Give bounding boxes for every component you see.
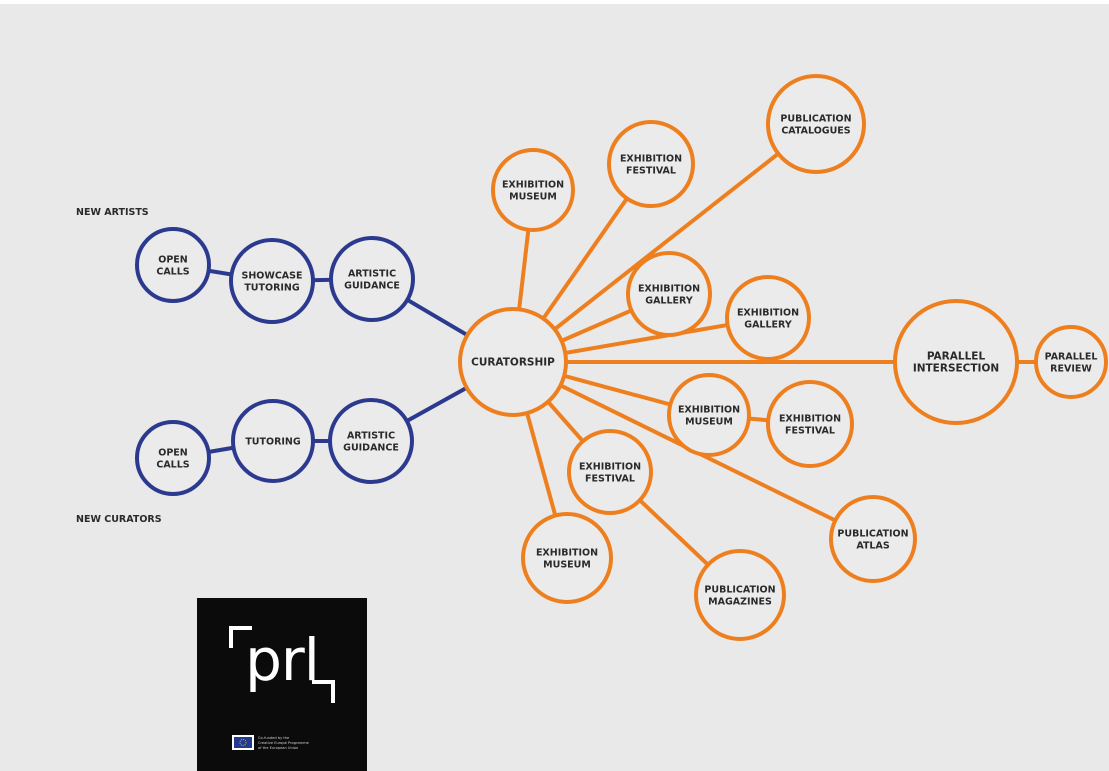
logo-bracket-top-left <box>229 626 252 648</box>
eu-caption-line-2: Creative Europe Programme <box>258 741 310 745</box>
node-label-line: FESTIVAL <box>785 426 835 437</box>
node-circle <box>231 399 315 483</box>
node-label-line: MUSEUM <box>685 417 733 428</box>
node-label-line: PUBLICATION <box>704 585 775 596</box>
node-circle <box>521 512 613 604</box>
node-label-line: EXHIBITION <box>737 308 799 319</box>
node-label-line: GUIDANCE <box>344 281 400 292</box>
node-label-line: CATALOGUES <box>781 126 850 137</box>
node-label-line: PUBLICATION <box>837 529 908 540</box>
node-circle <box>694 549 786 641</box>
node-label-line: TUTORING <box>244 283 300 294</box>
node-circle <box>567 429 653 515</box>
node-circle <box>766 380 854 468</box>
group-label-new-curators: NEW CURATORS <box>76 514 162 525</box>
node-circle <box>626 251 712 337</box>
node-circle <box>329 236 415 322</box>
node-label-line: FESTIVAL <box>626 166 676 177</box>
node-circle <box>491 148 575 232</box>
node-label-line: TUTORING <box>245 437 301 448</box>
node-label-line: REVIEW <box>1050 364 1092 375</box>
edge-curatorship-to-pub-catalogues <box>511 122 818 364</box>
node-label-line: OPEN <box>158 448 188 459</box>
node-circle <box>667 373 751 457</box>
node-c-tutoring: TUTORING <box>231 399 315 483</box>
node-circle <box>135 227 211 303</box>
node-circle <box>458 307 568 417</box>
node-label-line: MAGAZINES <box>708 597 772 608</box>
node-label-line: PARALLEL <box>1045 352 1098 363</box>
node-label-line: EXHIBITION <box>579 462 641 473</box>
node-label-line: ARTISTIC <box>347 431 395 442</box>
node-label-line: CALLS <box>156 460 189 471</box>
group-label-new-artists: NEW ARTISTS <box>76 207 149 218</box>
node-label-line: ATLAS <box>856 541 890 552</box>
logo-wordmark: prl <box>245 626 319 694</box>
node-label-line: GUIDANCE <box>343 443 399 454</box>
node-label-line: EXHIBITION <box>502 180 564 191</box>
node-label-line: PARALLEL <box>927 351 986 363</box>
node-label-line: EXHIBITION <box>638 284 700 295</box>
node-label-line: CALLS <box>156 267 189 278</box>
node-label-line: MUSEUM <box>509 192 557 203</box>
node-circle <box>135 420 211 496</box>
node-label-line: EXHIBITION <box>620 154 682 165</box>
node-label-line: OPEN <box>158 255 188 266</box>
node-label-line: GALLERY <box>645 296 693 307</box>
node-circle <box>893 299 1019 425</box>
node-circle <box>725 275 811 361</box>
node-label-line: MUSEUM <box>543 560 591 571</box>
logo-bracket-bottom-right <box>312 680 335 703</box>
node-label-line: SHOWCASE <box>241 271 302 282</box>
eu-flag-icon <box>232 735 254 750</box>
frame-top-margin <box>0 0 1109 4</box>
node-circle <box>328 398 414 484</box>
node-circle <box>229 238 315 324</box>
prl-logo: prl Co-funded by the Creative Europe Pro… <box>197 598 367 771</box>
node-label-line: ARTISTIC <box>348 269 396 280</box>
node-label-line: EXHIBITION <box>678 405 740 416</box>
node-circle <box>607 120 695 208</box>
node-label-line: EXHIBITION <box>536 548 598 559</box>
eu-caption-line-1: Co-funded by the <box>258 736 290 740</box>
node-label-line: EXHIBITION <box>779 414 841 425</box>
eu-caption-line-3: of the European Union <box>258 746 298 750</box>
node-curatorship: CURATORSHIP <box>458 307 568 417</box>
node-circle <box>1034 325 1108 399</box>
logo-background <box>197 598 367 771</box>
node-label-line: GALLERY <box>744 320 792 331</box>
node-label-line: FESTIVAL <box>585 474 635 485</box>
node-label-line: PUBLICATION <box>780 114 851 125</box>
node-circle <box>766 74 866 174</box>
node-label-line: CURATORSHIP <box>471 357 555 369</box>
node-label-line: INTERSECTION <box>913 363 999 375</box>
node-circle <box>829 495 917 583</box>
